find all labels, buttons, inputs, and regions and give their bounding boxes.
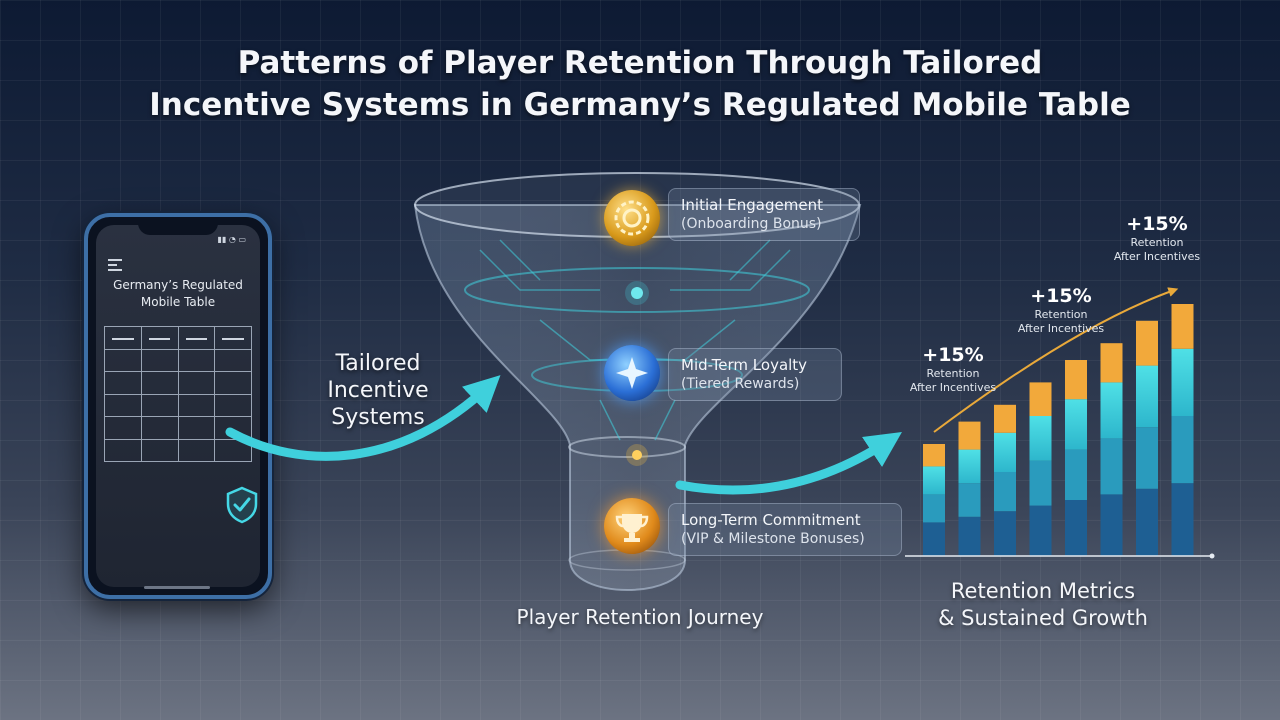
flow-label-tailored-incentives: Tailored Incentive Systems [318,350,438,431]
bar-segment [958,421,981,450]
flow-label-line-1: Tailored [335,351,421,376]
bar-segment [1065,500,1087,556]
chart-annotation: +15% Retention After Incentives [1097,212,1217,264]
stage-title: Mid-Term Loyalty [681,356,808,374]
annotation-label: Retention [926,367,980,380]
annotation-value: +15% [1126,213,1188,235]
status-bar-icons: ▮▮ ◔ ▭ [218,235,246,244]
bar-segment [1136,488,1158,556]
funnel-node [631,287,643,299]
bar-segment [1100,494,1123,556]
stage-subtitle: (VIP & Milestone Bonuses) [681,531,865,547]
bar-segment [1136,427,1158,489]
bar-segment [994,472,1016,512]
bar-segment [994,404,1016,433]
bar-segment [994,511,1016,556]
stage-mid-term-loyalty: Mid-Term Loyalty (Tiered Rewards) [668,348,842,401]
mobile-phone: ▮▮ ◔ ▭ Germany’s Regulated Mobile Table [84,213,272,599]
bar-segment [958,449,981,484]
bar-segment [1029,460,1052,506]
bar-segment [1029,416,1052,461]
bar-segment [923,444,945,467]
annotation-label: Retention [1034,308,1088,321]
annotation-value: +15% [922,344,984,366]
menu-icon[interactable] [108,259,122,274]
stage-initial-engagement: Initial Engagement (Onboarding Bonus) [668,188,860,241]
trophy-icon [604,498,660,554]
retention-bar-chart [905,287,1215,559]
bar-segment [1029,382,1052,416]
bar-segment [994,432,1016,472]
flow-label-line-2: Incentive [327,378,429,403]
star-icon [604,345,660,401]
page-title: Patterns of Player Retention Through Tai… [0,42,1280,126]
phone-title-line-2: Mobile Table [140,295,216,309]
title-line-2: Incentive Systems in Germany’s Regulated… [149,87,1131,123]
axis-end-dot [1209,553,1215,559]
trend-arrow [933,287,1179,433]
bar-segment [1136,320,1158,366]
funnel-node [632,450,642,460]
phone-home-bar [144,586,210,589]
arrow-funnel-to-chart [675,432,902,495]
bar-segment [958,483,981,517]
bar-segment [1100,382,1123,439]
stage-subtitle: (Onboarding Bonus) [681,216,822,232]
annotation-label: Retention [1130,236,1184,249]
stage-subtitle: (Tiered Rewards) [681,376,800,392]
annotation-label: After Incentives [1113,250,1201,263]
funnel-caption: Player Retention Journey [516,605,764,629]
phone-screen-title: Germany’s Regulated Mobile Table [96,277,260,311]
bar-segment [1171,348,1194,416]
phone-screen: ▮▮ ◔ ▭ Germany’s Regulated Mobile Table [96,225,260,587]
bar-segment [1171,304,1194,349]
bar-segment [1065,449,1087,500]
chart-annotation: +15% Retention After Incentives [1001,284,1121,336]
chart-caption-line-2: & Sustained Growth [938,606,1148,630]
stage-title: Long-Term Commitment [681,511,861,529]
bar-segment [923,466,945,495]
signal-icon: ▮▮ [217,235,227,244]
bar-segment [923,494,945,523]
stage-title: Initial Engagement [681,196,823,214]
chart-caption: Retention Metrics & Sustained Growth [900,578,1186,632]
flow-label-line-3: Systems [331,405,425,430]
bar-segment [1171,416,1194,484]
annotation-label: After Incentives [1017,322,1105,335]
title-line-1: Patterns of Player Retention Through Tai… [237,45,1043,81]
gear-icon [604,190,660,246]
arrow-phone-to-funnel [225,375,501,461]
wifi-icon: ◔ [228,235,236,244]
chart-caption-line-1: Retention Metrics [950,579,1136,603]
chart-annotation: +15% Retention After Incentives [893,343,1013,395]
shield-check-icon [226,486,258,524]
bar-segment [1065,399,1087,450]
annotation-value: +15% [1030,285,1092,307]
annotation-label: After Incentives [909,381,997,394]
phone-notch [138,217,218,235]
mobile-table-grid [104,326,252,462]
stage-long-term-commitment: Long-Term Commitment (VIP & Milestone Bo… [668,503,902,556]
bar-segment [1065,360,1087,400]
bar-segment [1171,483,1194,556]
battery-icon: ▭ [238,235,246,244]
bar-segment [923,522,945,556]
bar-segment [1029,505,1052,556]
bar-segment [1136,365,1158,428]
bar-segment [1100,438,1123,495]
bar-segment [958,516,981,556]
phone-title-line-1: Germany’s Regulated [113,278,243,292]
bar-segment [1100,343,1123,383]
